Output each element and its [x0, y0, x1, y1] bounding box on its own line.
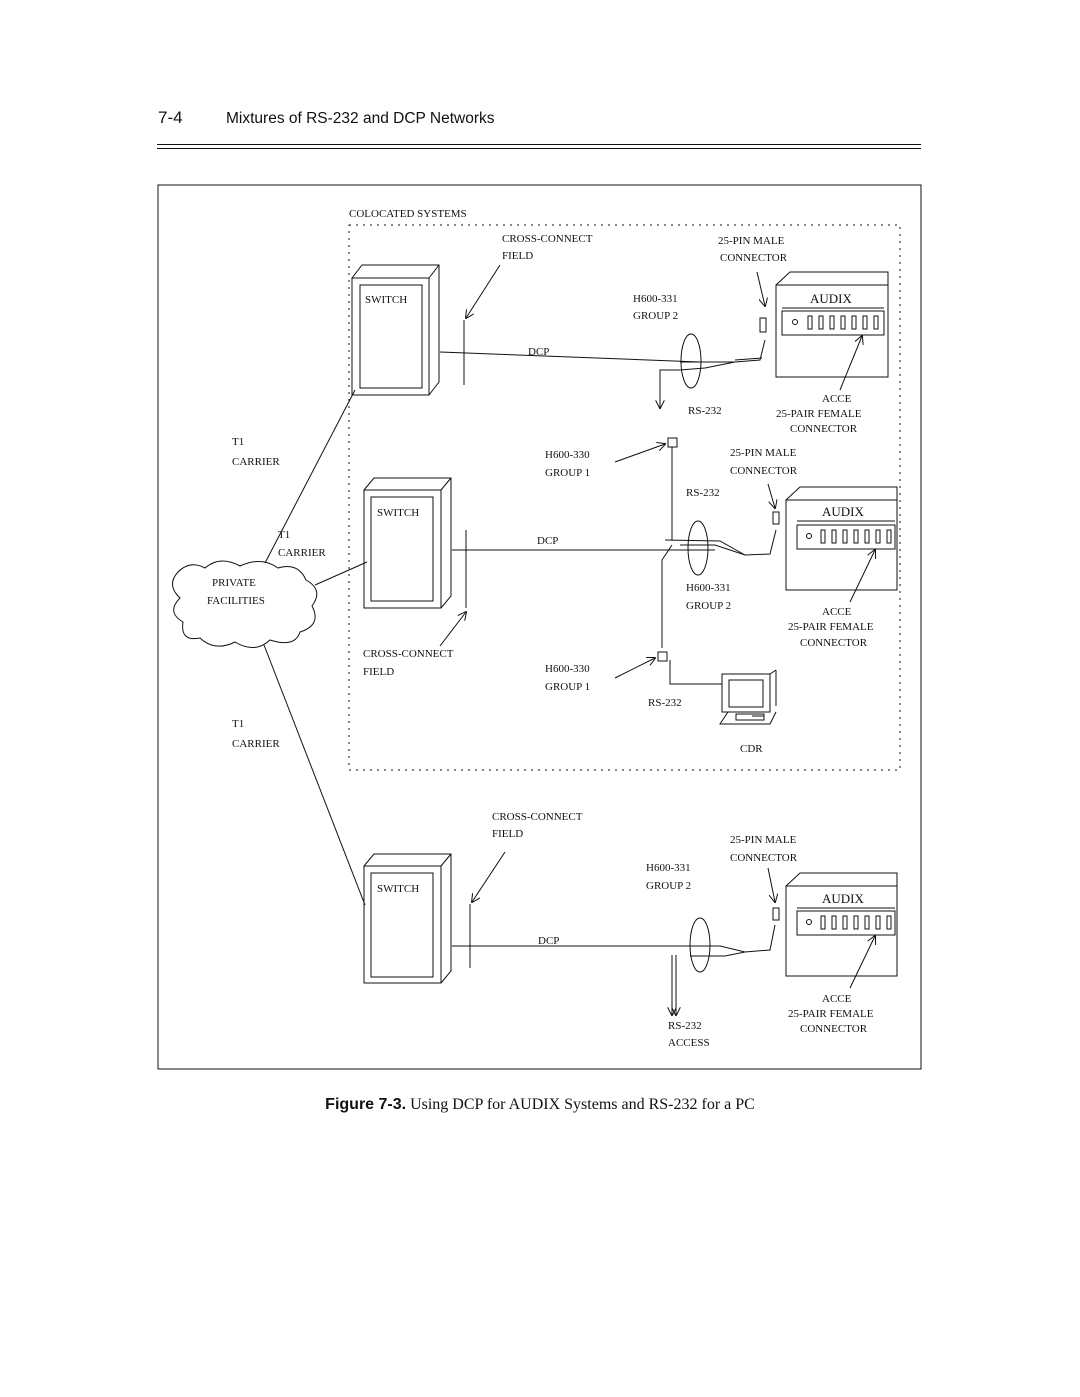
- colocated-boundary: [348, 224, 901, 771]
- acce-label-1: ACCE: [822, 393, 852, 405]
- group-1-label-2: GROUP 1: [545, 681, 590, 693]
- t1-line-top: [264, 389, 356, 564]
- connector-label-1: CONNECTOR: [720, 252, 788, 264]
- colocated-systems-label: COLOCATED SYSTEMS: [349, 208, 467, 220]
- rs232-label-3: RS-232: [648, 697, 682, 709]
- cdr-terminal: [719, 669, 777, 725]
- connector-label-4: CONNECTOR: [800, 637, 868, 649]
- group-1-label-1: GROUP 1: [545, 467, 590, 479]
- audix-label-1: AUDIX: [810, 291, 852, 306]
- audix-unit-3: [785, 872, 898, 989]
- connector-label-6: CONNECTOR: [800, 1023, 868, 1035]
- group-2-label-1: GROUP 2: [633, 310, 678, 322]
- dcp-label-1: DCP: [528, 346, 549, 358]
- connector-label-5: CONNECTOR: [730, 852, 798, 864]
- switch-2: [363, 477, 452, 609]
- h600-331-label-3: H600-331: [646, 862, 691, 874]
- t1-line-mid: [314, 561, 368, 586]
- diagram-labels: COLOCATED SYSTEMS CROSS-CONNECT FIELD SW…: [207, 208, 874, 1049]
- header-rule-top: [157, 144, 921, 145]
- switch-3: [363, 853, 452, 984]
- h600-331-label-2: H600-331: [686, 582, 731, 594]
- section-title: Mixtures of RS-232 and DCP Networks: [226, 110, 495, 127]
- access-label: ACCESS: [668, 1037, 710, 1049]
- private-label: PRIVATE: [212, 577, 256, 589]
- figure-number: Figure 7-3.: [325, 1096, 407, 1113]
- h600-330-label-1: H600-330: [545, 449, 590, 461]
- figure-frame: [157, 184, 922, 1070]
- connector-label-2: CONNECTOR: [790, 423, 858, 435]
- section-number: 7-4: [158, 108, 183, 127]
- carrier-label-2: CARRIER: [278, 547, 326, 559]
- switch-label-3: SWITCH: [377, 883, 419, 895]
- group-2-label-2: GROUP 2: [686, 600, 731, 612]
- rs232-label-1: RS-232: [688, 405, 722, 417]
- switch-label-1: SWITCH: [365, 294, 407, 306]
- cdr-label: CDR: [740, 743, 763, 755]
- t1-label-3: T1: [232, 718, 244, 730]
- facilities-label: FACILITIES: [207, 595, 265, 607]
- header-rule-bottom: [157, 148, 921, 149]
- private-facilities-cloud: [172, 560, 318, 648]
- figure-caption: Figure 7-3. Using DCP for AUDIX Systems …: [0, 1096, 1080, 1114]
- cross-connect-label-3: CROSS-CONNECT: [492, 811, 583, 823]
- dcp-label-2: DCP: [537, 535, 558, 547]
- t1-line-bottom: [263, 644, 366, 906]
- t1-label-1: T1: [232, 436, 244, 448]
- pair-female-label-1: 25-PAIR FEMALE: [776, 408, 862, 420]
- acce-label-2: ACCE: [822, 606, 852, 618]
- audix-unit-2: [785, 486, 898, 603]
- pin-male-label-2: 25-PIN MALE: [730, 447, 797, 459]
- h600-330-label-2: H600-330: [545, 663, 590, 675]
- carrier-label-3: CARRIER: [232, 738, 280, 750]
- audix-unit-1: [775, 271, 889, 391]
- connector-label-3: CONNECTOR: [730, 465, 798, 477]
- pin-male-label-3: 25-PIN MALE: [730, 834, 797, 846]
- rs232-label-2: RS-232: [686, 487, 720, 499]
- group-2-label-3: GROUP 2: [646, 880, 691, 892]
- dcp-label-3: DCP: [538, 935, 559, 947]
- t1-label-2: T1: [278, 529, 290, 541]
- cross-connect-label-2: CROSS-CONNECT: [363, 648, 454, 660]
- field-label-1: FIELD: [502, 250, 533, 262]
- h600-331-label-1: H600-331: [633, 293, 678, 305]
- field-label-3: FIELD: [492, 828, 523, 840]
- cross-connect-label-1: CROSS-CONNECT: [502, 233, 593, 245]
- pin-male-label-1: 25-PIN MALE: [718, 235, 785, 247]
- audix-label-2: AUDIX: [822, 504, 864, 519]
- rs232-label-4: RS-232: [668, 1020, 702, 1032]
- field-label-2: FIELD: [363, 666, 394, 678]
- pair-female-label-3: 25-PAIR FEMALE: [788, 1008, 874, 1020]
- figure-caption-text: Using DCP for AUDIX Systems and RS-232 f…: [410, 1096, 755, 1113]
- audix-label-3: AUDIX: [822, 891, 864, 906]
- switch-1: [351, 264, 440, 396]
- switch-label-2: SWITCH: [377, 507, 419, 519]
- pair-female-label-2: 25-PAIR FEMALE: [788, 621, 874, 633]
- carrier-label-1: CARRIER: [232, 456, 280, 468]
- acce-label-3: ACCE: [822, 993, 852, 1005]
